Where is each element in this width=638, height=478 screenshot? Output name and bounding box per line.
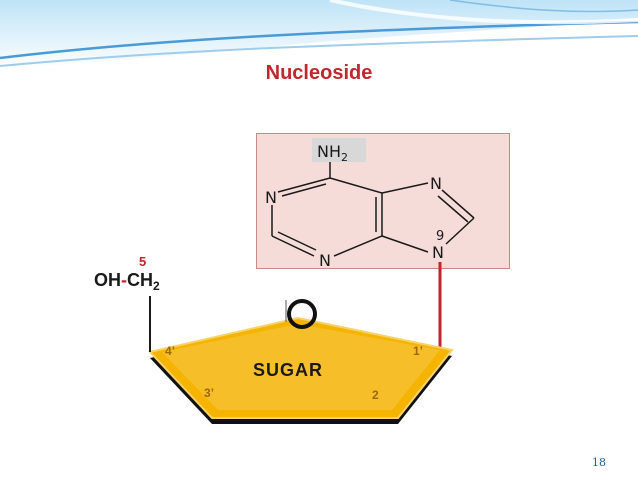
sugar-ring-highlight [162,324,440,410]
base-atom-n9: N [432,243,444,262]
amine-group: NH2 [317,142,348,164]
carbon-2-label: 2 [372,388,379,402]
slide-title: Nucleoside [265,62,373,84]
sugar-label: SUGAR [253,360,324,380]
header-swoosh-decoration [0,0,638,70]
slide-number: 18 [592,456,606,469]
carbon-5-label: 5 [139,254,147,269]
base-ring-bonds [271,160,475,257]
base-atom-n3: N [319,251,331,270]
base-atom-n1: N [265,188,277,207]
carbon-4-label: 4’ [165,344,176,358]
base-atom-n7: N [430,174,442,193]
amine-highlight [312,138,366,162]
ring-oxygen-icon [287,299,317,329]
hydroxyl-label: OH [94,270,121,290]
carbon-3-label: 3’ [204,386,215,400]
hydroxymethyl-group: OH-CH2 [94,270,160,293]
base-position-9: 9 [436,229,444,244]
carbon-1-label: 1’ [413,344,424,358]
base-panel [256,133,510,269]
methylene-label: CH [127,270,153,290]
